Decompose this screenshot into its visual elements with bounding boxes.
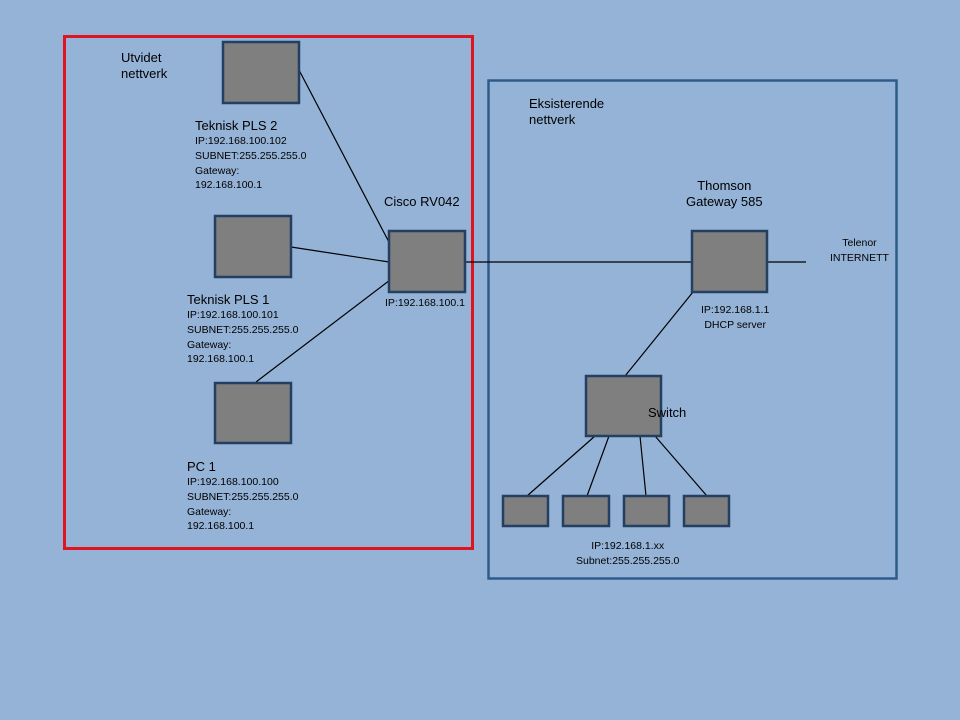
pls2-gateway-label: Gateway: <box>195 164 240 177</box>
device-client-2 <box>561 494 611 528</box>
pls1-label: Teknisk PLS 1 IP:192.168.100.101 SUBNET:… <box>187 292 299 367</box>
device-pc-1 <box>213 381 293 445</box>
pls1-name: Teknisk PLS 1 <box>187 292 270 307</box>
pc1-gateway: 192.168.100.1 <box>187 520 255 533</box>
thomson-name-line1: Thomson <box>697 178 752 193</box>
clients-subnet: Subnet:255.255.255.0 <box>576 554 680 567</box>
link-pls2-cisco <box>298 69 392 247</box>
device-client-4 <box>682 494 731 528</box>
device-cisco-rv042 <box>387 229 467 294</box>
zone-expanded-network <box>63 35 474 550</box>
link-pls1-cisco <box>290 246 390 263</box>
thomson-ip: IP:192.168.1.1 <box>701 304 770 316</box>
pls1-ip: IP:192.168.100.101 <box>187 309 279 322</box>
thomson-role: DHCP server <box>704 318 766 331</box>
pc1-ip: IP:192.168.100.100 <box>187 476 279 489</box>
pc1-label: PC 1 IP:192.168.100.100 SUBNET:255.255.2… <box>187 459 299 534</box>
pls2-name: Teknisk PLS 2 <box>195 118 278 133</box>
pls1-gateway: 192.168.100.1 <box>187 353 255 366</box>
cisco-name: Cisco RV042 <box>384 194 460 209</box>
thomson-details: IP:192.168.1.1 DHCP server <box>701 303 769 332</box>
pls1-gateway-label: Gateway: <box>187 338 232 351</box>
link-thomson-switch <box>624 291 694 377</box>
clients-details: IP:192.168.1.xx Subnet:255.255.255.0 <box>576 539 679 568</box>
thomson-name: Thomson Gateway 585 <box>686 178 763 211</box>
link-switch-client-2 <box>586 435 610 497</box>
switch-name: Switch <box>648 405 687 420</box>
pc1-subnet: SUBNET:255.255.255.0 <box>187 490 299 503</box>
zone-existing-title: Eksisterende nettverk <box>529 96 605 128</box>
zone-existing-network <box>487 79 898 580</box>
device-client-1 <box>501 494 550 528</box>
cisco-ip: IP:192.168.100.1 <box>385 297 465 309</box>
zone-expanded-title: Utvidet nettverk <box>121 50 168 82</box>
device-teknisk-pls-2 <box>221 40 301 105</box>
pls2-label: Teknisk PLS 2 IP:192.168.100.102 SUBNET:… <box>195 118 307 193</box>
thomson-name-line2: Gateway 585 <box>686 194 763 210</box>
device-thomson-gateway <box>690 229 769 294</box>
internet-label: Telenor INTERNETT <box>830 236 889 265</box>
internet-line2: INTERNETT <box>830 251 889 264</box>
link-switch-client-3 <box>639 435 647 497</box>
pls1-subnet: SUBNET:255.255.255.0 <box>187 323 299 336</box>
clients-ip: IP:192.168.1.xx <box>591 540 665 552</box>
pc1-name: PC 1 <box>187 459 216 474</box>
link-pc1-cisco <box>255 279 391 383</box>
device-switch <box>584 374 663 438</box>
pls2-gateway: 192.168.100.1 <box>195 179 263 192</box>
devices <box>213 40 769 528</box>
link-switch-client-4 <box>654 435 708 497</box>
pls2-ip: IP:192.168.100.102 <box>195 135 287 148</box>
pc1-gateway-label: Gateway: <box>187 505 232 518</box>
links <box>255 69 806 497</box>
device-client-3 <box>622 494 671 528</box>
pls2-subnet: SUBNET:255.255.255.0 <box>195 149 307 162</box>
internet-line1: Telenor <box>842 237 877 249</box>
device-teknisk-pls-1 <box>213 214 293 279</box>
link-switch-client-1 <box>526 435 596 497</box>
